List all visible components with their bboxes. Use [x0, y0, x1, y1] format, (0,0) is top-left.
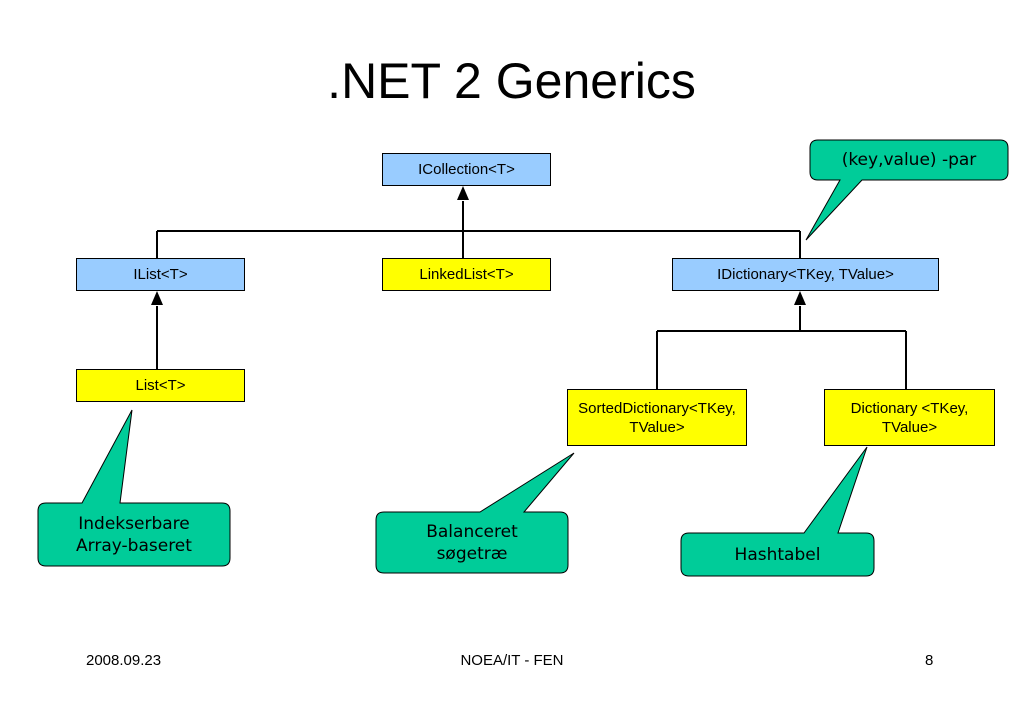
node-linkedlist: LinkedList<T>	[382, 258, 551, 291]
connector-icollection	[156, 201, 801, 259]
node-list: List<T>	[76, 369, 245, 402]
callout-indekserbare: Indekserbare Array-baseret	[76, 513, 192, 556]
node-dictionary: Dictionary <TKey, TValue>	[824, 389, 995, 446]
callout-balanceret: Balanceret søgetræ	[426, 521, 518, 564]
callout-balanceret-shape	[375, 452, 575, 574]
node-ilist: IList<T>	[76, 258, 245, 291]
callout-keyvalue: (key,value) -par	[841, 150, 977, 170]
callout-keyvalue-shape	[805, 139, 1009, 241]
callout-hashtabel: Hashtabel	[734, 544, 821, 565]
footer-center: NOEA/IT - FEN	[460, 652, 564, 669]
slide-title: .NET 2 Generics	[327, 53, 696, 109]
arrowhead-idictionary	[794, 291, 806, 305]
callout-indekserbare-shape	[37, 409, 231, 567]
footer-date: 2008.09.23	[86, 652, 162, 669]
node-icollection: ICollection<T>	[382, 153, 551, 186]
node-idictionary: IDictionary<TKey, TValue>	[672, 258, 939, 291]
arrowhead-icollection	[457, 186, 469, 200]
footer-page-number: 8	[925, 652, 934, 669]
arrowhead-ilist	[151, 291, 163, 305]
connector-idictionary	[656, 306, 907, 390]
callout-hashtabel-shape	[680, 446, 875, 577]
node-sorteddictionary: SortedDictionary<TKey, TValue>	[567, 389, 747, 446]
